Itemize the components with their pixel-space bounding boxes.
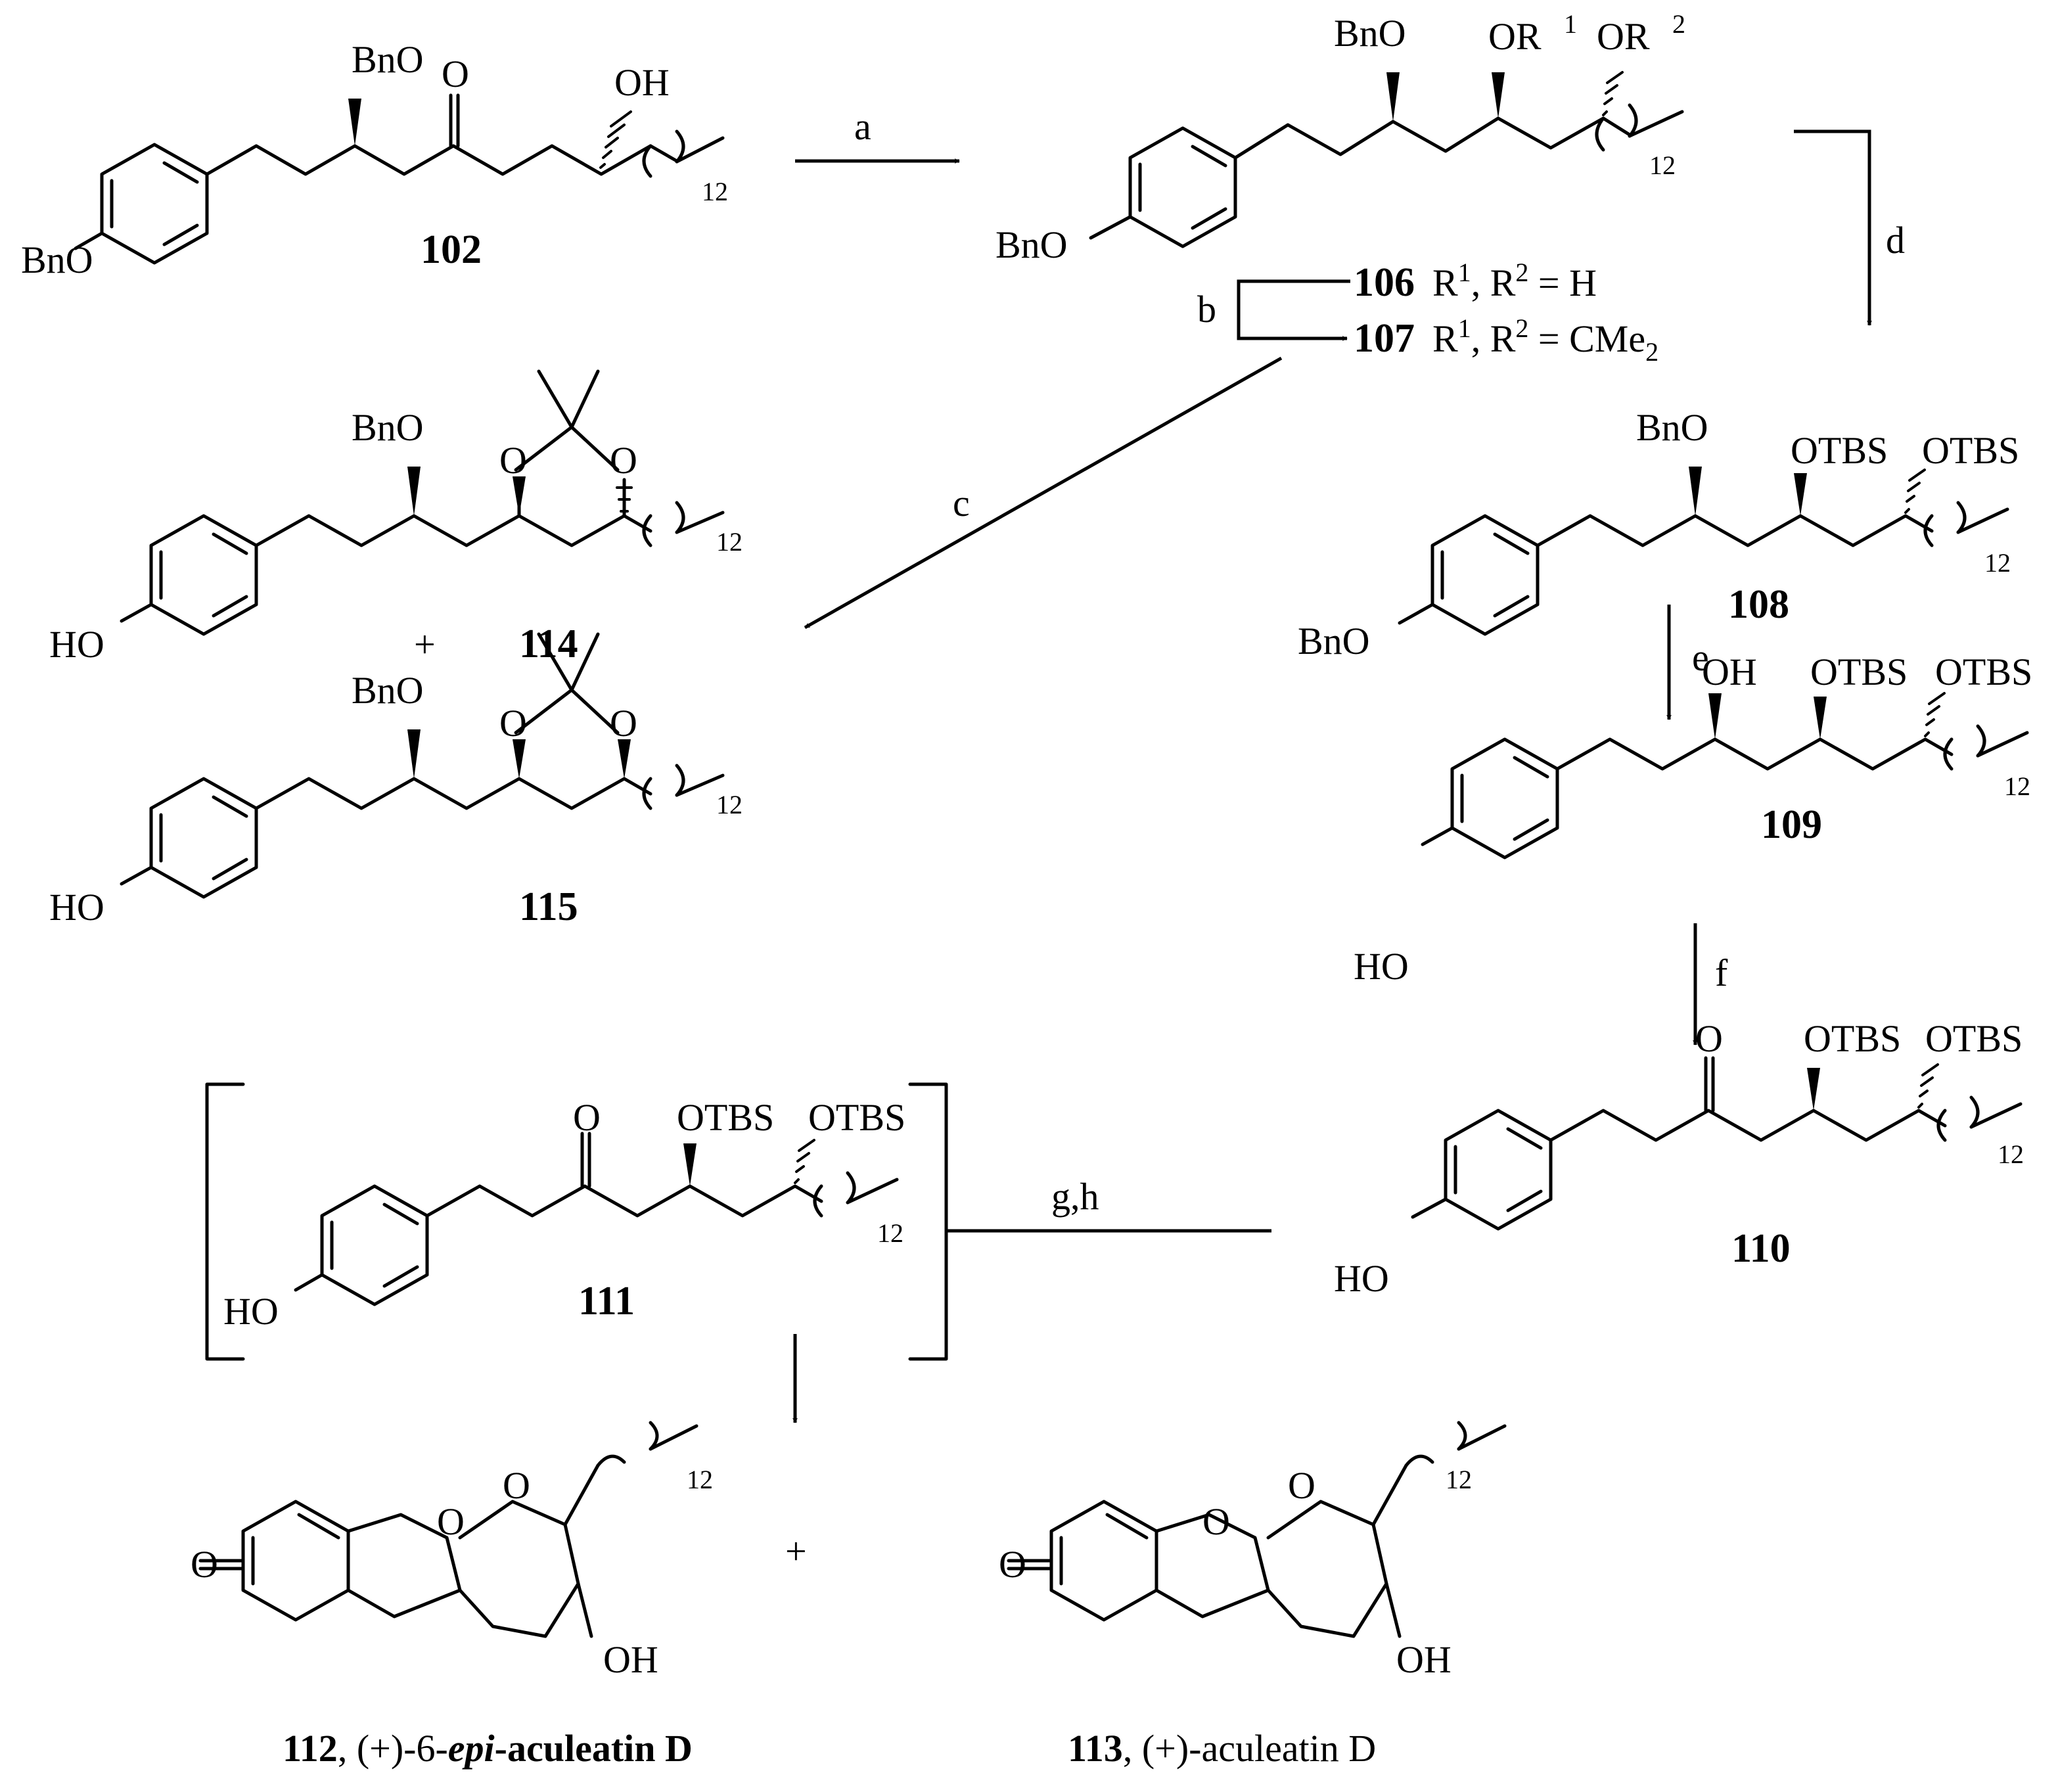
atom-label: BnO xyxy=(352,669,424,712)
superscript: 1 xyxy=(1564,9,1577,39)
atom-label: O xyxy=(1288,1464,1315,1507)
atom-label: O xyxy=(573,1096,601,1139)
atom-label: OTBS xyxy=(1791,429,1888,472)
compound-caption-113: 113, (+)-aculeatin D xyxy=(1068,1727,1376,1770)
atom-label: O xyxy=(437,1500,465,1543)
atom-label: O xyxy=(1695,1017,1723,1060)
atom-label: OR xyxy=(1488,15,1542,58)
reagent-label-c: c xyxy=(953,482,970,524)
atom-label: BnO xyxy=(995,223,1068,266)
compound-113: O O O OH 12 xyxy=(999,1421,1507,1681)
atom-label: OH xyxy=(603,1638,658,1681)
atom-label: O xyxy=(499,702,527,745)
atom-label: BnO xyxy=(1334,12,1406,55)
hashed-bond xyxy=(599,110,632,169)
compound-110: HO O OTBS OTBS 12 110 xyxy=(1334,1017,2024,1300)
reaction-arrow-b xyxy=(1237,279,1350,341)
substituent-text: R1, R2 = H xyxy=(1432,258,1597,304)
subscript: 12 xyxy=(1984,548,2011,578)
atom-label: O xyxy=(442,53,469,95)
atom-label: OTBS xyxy=(1922,429,2019,472)
subscript: 12 xyxy=(716,527,743,557)
compound-112: O O O OH 12 + xyxy=(191,1421,807,1681)
compound-number: 114 xyxy=(519,622,578,666)
compound-number: 111 xyxy=(578,1279,635,1323)
plus-sign: + xyxy=(785,1530,807,1573)
atom-label: O xyxy=(610,702,637,745)
atom-label: OH xyxy=(1396,1638,1452,1681)
atom-label: OTBS xyxy=(1804,1017,1901,1060)
substituent-text: R1, R2 = CMe2 xyxy=(1432,313,1658,367)
atom-label: OTBS xyxy=(1810,651,1908,693)
atom-label: OTBS xyxy=(677,1096,774,1139)
subscript: 12 xyxy=(702,177,728,206)
subscript: 12 xyxy=(1998,1139,2024,1169)
compound-number: 115 xyxy=(519,885,578,929)
atom-label: OR xyxy=(1597,15,1650,58)
atom-label: BnO xyxy=(1298,620,1370,662)
compound-114: HO BnO O O 12 + 114 xyxy=(49,369,743,666)
superscript: 2 xyxy=(1672,9,1685,39)
atom-label: BnO xyxy=(352,38,424,81)
reaction-arrow-c xyxy=(804,356,1283,630)
atom-label: O xyxy=(610,439,637,482)
compound-106-107: BnO BnO OR 1 OR 2 12 xyxy=(995,9,1685,266)
subscript: 12 xyxy=(716,790,743,819)
reagent-label-d: d xyxy=(1886,219,1905,262)
atom-label: OTBS xyxy=(1925,1017,2023,1060)
reagent-label-b: b xyxy=(1197,288,1216,331)
atom-label: HO xyxy=(49,623,104,666)
reaction-arrow-d xyxy=(1794,129,1872,326)
atom-label: O xyxy=(499,439,527,482)
subscript: 12 xyxy=(2004,771,2030,801)
atom-label: O xyxy=(1202,1500,1230,1543)
atom-label: HO xyxy=(49,886,104,929)
atom-label: OTBS xyxy=(1935,651,2032,693)
compound-number: 106 xyxy=(1354,260,1415,305)
reagent-label-f: f xyxy=(1715,952,1728,994)
atom-label: OH xyxy=(1702,651,1757,693)
compound-number: 109 xyxy=(1761,802,1822,847)
reagent-label-gh: g,h xyxy=(1051,1175,1099,1218)
atom-label: HO xyxy=(1334,1257,1389,1300)
atom-label: OH xyxy=(614,61,670,104)
compound-number: 102 xyxy=(421,227,482,272)
compound-109: HO OH OTBS OTBS 12 109 xyxy=(1354,651,2032,988)
compound-111: HO O OTBS OTBS 12 111 xyxy=(205,1082,948,1361)
atom-label: OTBS xyxy=(808,1096,905,1139)
atom-label: BnO xyxy=(21,239,93,281)
reagent-label-e: e xyxy=(1692,636,1709,679)
compound-108: BnO BnO OTBS OTBS 12 108 xyxy=(1298,406,2019,662)
atom-label: BnO xyxy=(1636,406,1708,449)
atom-label: HO xyxy=(223,1290,279,1333)
subscript: 12 xyxy=(877,1218,903,1248)
subscript: 12 xyxy=(1649,150,1676,180)
atom-label: O xyxy=(999,1543,1026,1586)
compound-102: BnO BnO O OH 12 102 xyxy=(21,38,728,281)
atom-label: O xyxy=(503,1464,530,1507)
atom-label: O xyxy=(191,1543,218,1586)
compound-number: 107 xyxy=(1354,316,1415,361)
compound-number: 110 xyxy=(1731,1226,1791,1271)
reagent-label-a: a xyxy=(854,105,871,148)
atom-label: HO xyxy=(1354,945,1409,988)
compound-115: HO BnO O O 12 115 xyxy=(49,632,743,929)
compound-caption-112: 112, (+)-6-epi-aculeatin D xyxy=(283,1727,693,1770)
subscript: 12 xyxy=(1446,1465,1472,1494)
subscript: 12 xyxy=(687,1465,713,1494)
compound-number: 108 xyxy=(1728,582,1789,627)
atom-label: BnO xyxy=(352,406,424,449)
plus-sign: + xyxy=(414,623,436,666)
